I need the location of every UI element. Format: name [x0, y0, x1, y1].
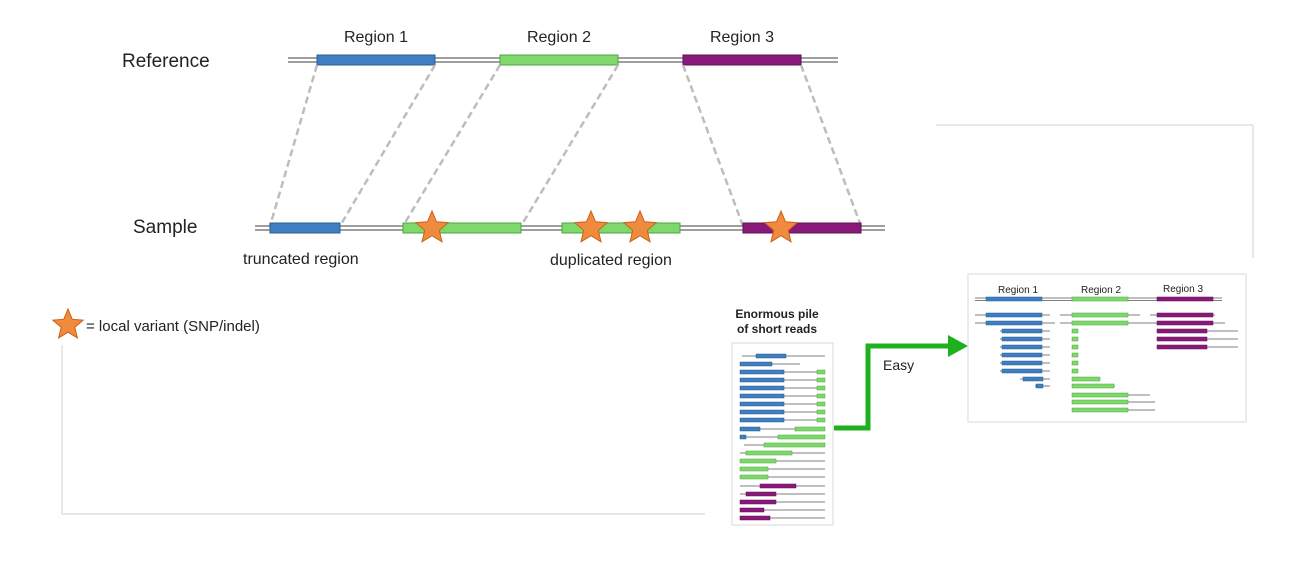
- aligned-read-bar: [985, 312, 1043, 318]
- aligned-read-bar: [1071, 328, 1079, 334]
- aligned-read-bar: [1071, 312, 1129, 318]
- read-bar: [816, 385, 826, 391]
- reads-pile: [739, 353, 826, 521]
- aligned-read-bar: [1156, 344, 1208, 350]
- sample-region-2: [402, 222, 522, 234]
- sample-label: Sample: [133, 217, 197, 238]
- variant-star-icon: [763, 209, 799, 243]
- read-bar: [739, 458, 777, 464]
- aligned-region-3-label: Region 3: [1163, 284, 1203, 295]
- aligned-read-bar: [1071, 352, 1079, 358]
- reference-label: Reference: [122, 51, 210, 72]
- read-bar: [816, 377, 826, 383]
- aligned-read-bar: [1035, 383, 1044, 389]
- aligned-read-bar: [985, 320, 1043, 326]
- read-bar: [759, 483, 797, 489]
- aligned-read-bar: [1001, 336, 1043, 342]
- read-bar: [739, 434, 747, 440]
- region-2-label: Region 2: [527, 29, 591, 46]
- read-bar: [739, 401, 785, 407]
- sample-region-2-duplicate: [561, 222, 681, 234]
- variant-star-icon: [622, 209, 658, 243]
- read-bar: [739, 499, 777, 505]
- read-bar: [755, 353, 787, 359]
- aligned-reference-region-1: [985, 296, 1043, 302]
- aligned-read-bar: [1156, 336, 1208, 342]
- read-bar: [739, 409, 785, 415]
- read-bar: [739, 474, 769, 480]
- aligned-read-bar: [1071, 383, 1115, 389]
- sample-region-3: [742, 222, 862, 234]
- read-bar: [816, 369, 826, 375]
- reference-region-3: [682, 54, 802, 66]
- read-bar: [739, 417, 785, 423]
- read-bar: [763, 442, 826, 448]
- aligned-read-bar: [1071, 399, 1129, 405]
- aligned-read-bar: [1071, 360, 1079, 366]
- aligned-read-bar: [1071, 376, 1101, 382]
- truncated-region-label: truncated region: [243, 251, 359, 268]
- sample-region-1-truncated: [269, 222, 341, 234]
- region-3-label: Region 3: [710, 29, 774, 46]
- region-1-label: Region 1: [344, 29, 408, 46]
- aligned-read-bar: [1071, 407, 1129, 413]
- read-bar: [739, 507, 765, 513]
- read-bar: [816, 393, 826, 399]
- read-bar: [739, 385, 785, 391]
- read-bar: [745, 450, 793, 456]
- aligned-read-bar: [1071, 344, 1079, 350]
- reads-title-line2: of short reads: [737, 322, 817, 336]
- read-bar: [816, 409, 826, 415]
- reference-region-2: [499, 54, 619, 66]
- easy-arrow-head: [948, 335, 968, 357]
- reference-region-1: [316, 54, 436, 66]
- aligned-read-bar: [1071, 368, 1079, 374]
- read-bar: [739, 361, 773, 367]
- read-bar: [794, 426, 826, 432]
- aligned-read-bar: [1001, 328, 1043, 334]
- mapping-lines: [268, 64, 863, 227]
- legend-label: = local variant (SNP/indel): [86, 318, 260, 335]
- read-bar: [745, 491, 777, 497]
- read-bar: [739, 377, 785, 383]
- duplicated-region-label: duplicated region: [550, 252, 672, 269]
- aligned-read-bar: [1156, 312, 1214, 318]
- variant-star-icon: [414, 209, 450, 243]
- read-bar: [816, 401, 826, 407]
- aligned-reference-region-2: [1071, 296, 1129, 302]
- aligned-read-bar: [1156, 328, 1208, 334]
- arrow-label: Easy: [883, 357, 914, 373]
- legend-star-icon: [51, 307, 85, 339]
- read-bar: [739, 426, 761, 432]
- read-bar: [739, 515, 771, 521]
- aligned-read-bar: [1001, 344, 1043, 350]
- aligned-read-bar: [1022, 376, 1044, 382]
- aligned-reference-region-3: [1156, 296, 1214, 302]
- aligned-region-2-label: Region 2: [1081, 285, 1121, 296]
- reads-title-line1: Enormous pile: [735, 307, 819, 321]
- variant-star-icon: [573, 209, 609, 243]
- aligned-read-bar: [1071, 320, 1129, 326]
- aligned-pile: [975, 296, 1238, 413]
- aligned-region-1-label: Region 1: [998, 285, 1038, 296]
- aligned-read-bar: [1001, 352, 1043, 358]
- aligned-read-bar: [1071, 392, 1129, 398]
- read-bar: [816, 417, 826, 423]
- read-bar: [739, 369, 785, 375]
- read-bar: [777, 434, 826, 440]
- read-bar: [739, 393, 785, 399]
- read-bar: [739, 466, 769, 472]
- easy-arrow: [834, 343, 955, 431]
- aligned-read-bar: [1001, 368, 1043, 374]
- aligned-read-bar: [1156, 320, 1214, 326]
- aligned-read-bar: [1071, 336, 1079, 342]
- aligned-read-bar: [1001, 360, 1043, 366]
